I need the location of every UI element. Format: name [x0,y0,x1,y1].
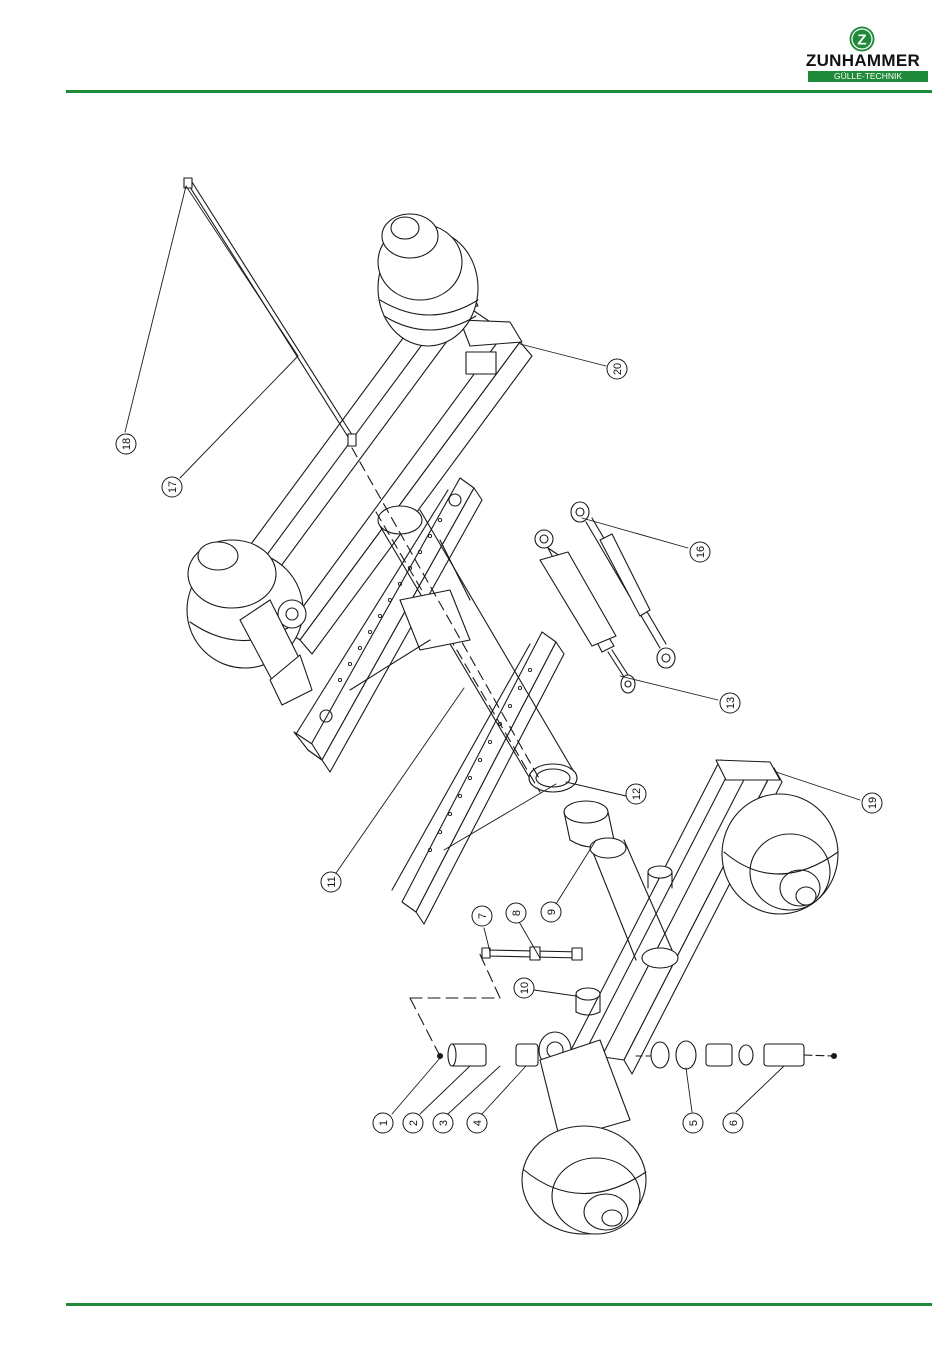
svg-text:16: 16 [695,546,707,558]
callout-2: 2 [403,1113,423,1133]
callout-6: 6 [723,1113,743,1133]
callout-20: 20 [607,359,627,379]
callout-9: 9 [541,902,561,922]
callout-13: 13 [720,693,740,713]
svg-text:1: 1 [378,1120,390,1126]
callout-8: 8 [506,903,526,923]
lower-right-brake-drum [722,794,838,914]
svg-text:12: 12 [631,788,643,800]
callout-7: 7 [472,906,492,926]
svg-text:4: 4 [472,1120,484,1126]
callout-1: 1 [373,1113,393,1133]
svg-text:3: 3 [438,1120,450,1126]
svg-text:5: 5 [688,1120,700,1126]
svg-text:10: 10 [519,982,531,994]
callout-3: 3 [433,1113,453,1133]
upper-brake-drum [378,214,478,346]
svg-text:8: 8 [511,910,523,916]
callout-11: 11 [321,872,341,892]
callout-18: 18 [116,434,136,454]
callout-16: 16 [690,542,710,562]
callout-17: 17 [162,477,182,497]
callout-10: 10 [514,978,534,998]
svg-text:18: 18 [121,438,133,450]
bolt-with-nut [482,947,582,960]
svg-text:19: 19 [867,797,879,809]
svg-text:6: 6 [728,1120,740,1126]
svg-text:17: 17 [167,481,179,493]
svg-text:20: 20 [612,363,624,375]
callout-12: 12 [626,784,646,804]
callout-19: 19 [862,793,882,813]
callout-4: 4 [467,1113,487,1133]
callout-5: 5 [683,1113,703,1133]
svg-text:13: 13 [725,697,737,709]
svg-text:2: 2 [408,1120,420,1126]
svg-text:7: 7 [477,913,489,919]
svg-text:11: 11 [326,876,338,887]
svg-text:9: 9 [546,909,558,915]
bottom-brake-drum [522,1126,646,1234]
